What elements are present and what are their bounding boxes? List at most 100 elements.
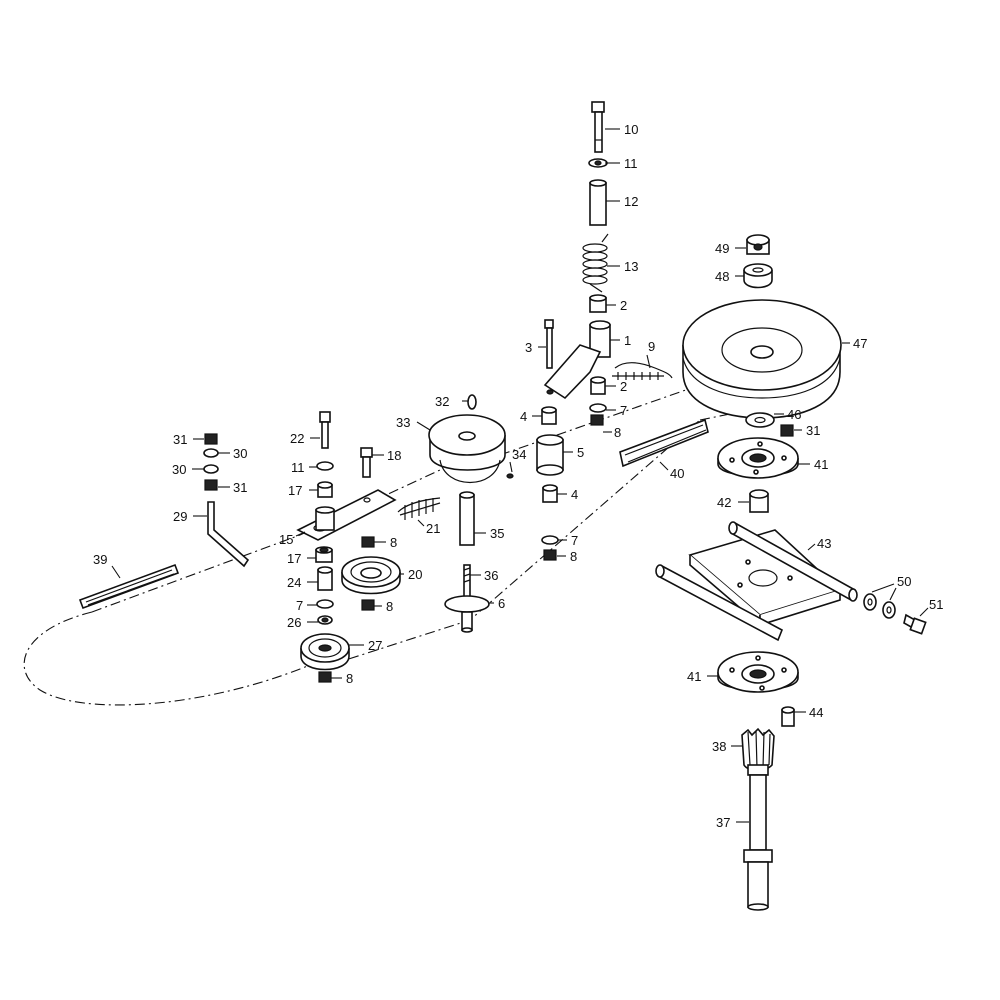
callout-31-right: 31 <box>806 423 820 438</box>
callouts: 10 11 12 13 2 1 3 2 9 7 8 4 5 4 7 8 40 <box>93 122 943 830</box>
pulley-33 <box>428 414 506 483</box>
washer-30-lower <box>203 464 219 474</box>
plate-6 <box>444 595 490 633</box>
nut-49 <box>746 234 770 255</box>
callout-40: 38 <box>712 739 726 754</box>
callout-41-lower: 41 <box>687 669 701 684</box>
bearing-flange-41-upper <box>717 437 799 479</box>
callout-4-upper: 4 <box>520 409 527 424</box>
bolt-10 <box>591 101 605 153</box>
washer-46 <box>745 412 775 428</box>
shaft-36 <box>463 564 471 601</box>
callout-41-upper: 41 <box>814 457 828 472</box>
nut-8-pulley20 <box>361 599 375 611</box>
washer-7-left <box>316 599 334 609</box>
spring-9 <box>612 362 673 380</box>
screw-34 <box>506 473 514 479</box>
callout-17-lower: 17 <box>287 551 301 566</box>
callout-7-left: 7 <box>296 598 303 613</box>
pulley-20 <box>341 556 401 595</box>
callout-21: 21 <box>426 521 440 536</box>
callout-51: 51 <box>929 597 943 612</box>
shaft-35 <box>459 491 475 546</box>
drive-belt <box>23 384 751 706</box>
callout-8-upper: 8 <box>614 425 621 440</box>
callout-24: 24 <box>287 575 301 590</box>
washer-26 <box>317 615 333 625</box>
bushing-on-bracket <box>315 506 335 531</box>
washer-48 <box>743 263 773 289</box>
idler-arm-1 <box>543 320 611 400</box>
callout-17-upper: 17 <box>288 483 302 498</box>
callout-2-lower: 2 <box>620 379 627 394</box>
mount-frame-43 <box>655 521 858 642</box>
callout-31-lower: 31 <box>233 480 247 495</box>
callout-30-right: 30 <box>233 446 247 461</box>
nut-8-bracket <box>361 536 375 548</box>
callout-11-left: 11 <box>291 460 305 475</box>
nut-8-mid <box>543 549 557 561</box>
pulley-27 <box>300 633 350 671</box>
callout-50: 50 <box>897 574 911 589</box>
washer-30-upper <box>203 448 219 458</box>
callout-8-bracket: 8 <box>390 535 397 550</box>
callout-8-pulley20: 8 <box>386 599 393 614</box>
washer-11-left <box>316 461 334 471</box>
callout-30-left: 30 <box>172 462 186 477</box>
callout-8-mid: 8 <box>570 549 577 564</box>
callout-18: 18 <box>387 448 401 463</box>
callout-26: 26 <box>287 615 301 630</box>
callout-11-top: 11 <box>624 156 638 171</box>
callout-12: 12 <box>624 194 638 209</box>
spring-21 <box>397 497 441 520</box>
callout-49: 49 <box>715 241 729 256</box>
nut-8-upper <box>590 414 604 426</box>
shaft-39 <box>743 774 773 911</box>
callout-34: 34 <box>512 447 526 462</box>
bushing-2-lower <box>590 376 606 395</box>
callout-27: 27 <box>368 638 382 653</box>
callout-13: 13 <box>624 259 638 274</box>
bushing-17-upper <box>317 481 333 498</box>
callout-9: 9 <box>648 339 655 354</box>
bracket-15 <box>296 489 397 541</box>
callout-10: 10 <box>624 122 638 137</box>
spacer-12 <box>589 179 607 226</box>
bushing-4-lower <box>542 484 558 503</box>
bushing-17-lower <box>315 546 333 563</box>
nut-31-right <box>780 424 794 437</box>
callout-29: 29 <box>173 509 187 524</box>
callout-44: 44 <box>809 705 823 720</box>
spacer-24 <box>317 566 333 591</box>
callout-37: 39 <box>93 552 107 567</box>
callout-38: 40 <box>670 466 684 481</box>
nut-8-pulley27 <box>318 671 332 683</box>
bearing-flange-41-lower <box>717 651 799 693</box>
callout-46: 46 <box>787 407 801 422</box>
washer-7-lower <box>541 535 559 545</box>
callout-22: 22 <box>290 431 304 446</box>
bolt-3 <box>544 319 554 369</box>
callout-31-top: 31 <box>173 432 187 447</box>
large-pulley-47 <box>682 299 842 419</box>
callout-7-lower: 7 <box>571 533 578 548</box>
key-32 <box>467 394 477 410</box>
callout-39: 37 <box>716 815 730 830</box>
rod-29 <box>207 501 250 568</box>
callout-32: 32 <box>435 394 449 409</box>
washers-50 <box>863 593 896 619</box>
callout-35: 35 <box>490 526 504 541</box>
spring-13 <box>582 233 609 293</box>
nut-31-lower <box>204 479 218 491</box>
callout-3: 3 <box>525 340 532 355</box>
gear-40 <box>741 727 775 776</box>
bolt-44 <box>781 706 795 727</box>
nut-31-top <box>204 433 218 445</box>
bolt-51 <box>903 613 927 635</box>
washer-7-upper <box>589 403 607 413</box>
callout-8-pulley27: 8 <box>346 671 353 686</box>
callout-5: 5 <box>577 445 584 460</box>
callout-7-upper: 7 <box>620 403 627 418</box>
bushing-4-upper <box>541 406 557 425</box>
rod-38 <box>619 418 709 468</box>
